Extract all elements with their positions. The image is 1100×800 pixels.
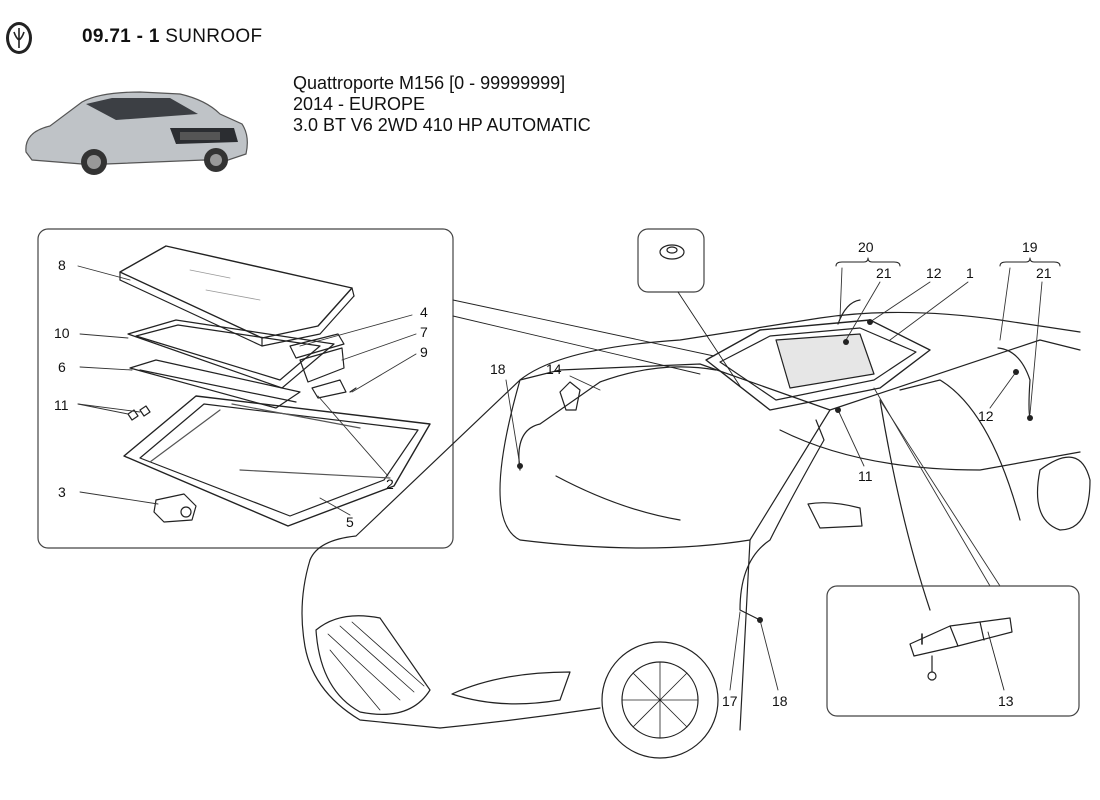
detail-box-left: [37, 228, 454, 549]
callout-6: 6: [58, 359, 66, 375]
callout-12-top: 12: [926, 265, 942, 281]
callout-9: 9: [420, 344, 428, 360]
detail-box-hinge: [826, 585, 1080, 717]
callout-5: 5: [346, 514, 354, 530]
model-line-1: Quattroporte M156 [0 - 99999999]: [293, 73, 566, 93]
motor-part: [153, 493, 197, 523]
callout-13: 13: [998, 693, 1014, 709]
clip-part: [127, 405, 151, 421]
section-code: 09.71 - 1: [82, 26, 160, 47]
car-body-outline: [301, 299, 1091, 759]
page-title: 09.71 - 1 SUNROOF: [82, 26, 262, 48]
hinge-part: [909, 617, 1013, 681]
callout-12-right: 12: [978, 408, 994, 424]
glass-panel-part: [119, 245, 355, 347]
callout-21-right: 21: [1036, 265, 1052, 281]
callout-14: 14: [546, 361, 562, 377]
section-title: SUNROOF: [165, 26, 263, 47]
deflector-part: [289, 333, 357, 399]
callout-21-left: 21: [876, 265, 892, 281]
seal-frame-part: [127, 319, 335, 389]
callout-18-bottom: 18: [772, 693, 788, 709]
sunroof-tray-part: [123, 395, 431, 527]
callout-3: 3: [58, 484, 66, 500]
callout-20: 20: [858, 239, 874, 255]
model-line-2: 2014 - EUROPE: [293, 94, 426, 114]
callout-18-top: 18: [490, 361, 506, 377]
model-info: Quattroporte M156 [0 - 99999999] 2014 - …: [293, 73, 591, 136]
brand-logo-icon: [6, 22, 32, 54]
callout-17: 17: [722, 693, 738, 709]
callout-11-left: 11: [54, 397, 69, 413]
detail-box-plug: [637, 228, 705, 293]
callout-19: 19: [1022, 239, 1038, 255]
callout-4: 4: [420, 304, 428, 320]
callout-7: 7: [420, 324, 428, 340]
callout-8: 8: [58, 257, 66, 273]
inner-frame-part: [129, 359, 301, 409]
callout-10: 10: [54, 325, 70, 341]
model-line-3: 3.0 BT V6 2WD 410 HP AUTOMATIC: [293, 115, 591, 135]
callout-1: 1: [966, 265, 974, 281]
car-thumbnail-image: [25, 91, 248, 175]
callout-11-car: 11: [858, 468, 873, 484]
callout-2: 2: [386, 476, 394, 492]
